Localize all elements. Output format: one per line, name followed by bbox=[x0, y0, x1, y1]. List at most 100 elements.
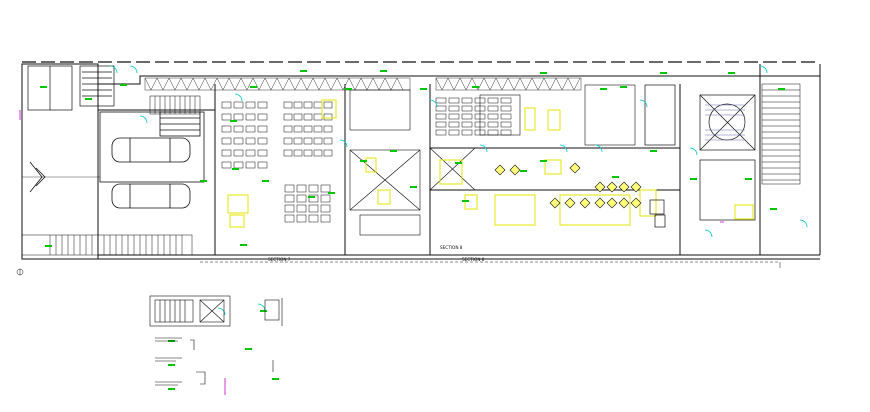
fixture bbox=[594, 181, 606, 193]
desk bbox=[487, 97, 499, 104]
room-tag bbox=[230, 120, 237, 122]
desk bbox=[313, 101, 323, 109]
desk bbox=[320, 204, 331, 213]
room-tag bbox=[462, 200, 469, 202]
section-label-8-dup: SECTION 8 bbox=[462, 257, 485, 262]
desk bbox=[500, 129, 512, 136]
desk bbox=[257, 125, 268, 133]
room-tag bbox=[540, 72, 547, 74]
desk bbox=[245, 125, 256, 133]
desk bbox=[303, 125, 313, 133]
room-tag bbox=[380, 70, 387, 72]
fixture bbox=[579, 197, 591, 209]
room-tag bbox=[620, 86, 627, 88]
desk bbox=[233, 161, 244, 169]
desk bbox=[245, 113, 256, 121]
room-tag bbox=[745, 178, 752, 180]
door-swing bbox=[109, 65, 118, 74]
section-line bbox=[200, 261, 781, 268]
room-tag bbox=[260, 310, 267, 312]
section-label-8: SECTION 8 bbox=[440, 245, 463, 250]
desk bbox=[487, 121, 499, 128]
desk bbox=[461, 105, 473, 112]
desk bbox=[313, 113, 323, 121]
fixture bbox=[630, 181, 642, 193]
desk bbox=[233, 101, 244, 109]
room-tag bbox=[168, 388, 175, 390]
entrance-arrow-icon bbox=[29, 161, 46, 193]
desk bbox=[221, 161, 232, 169]
desk bbox=[313, 137, 323, 145]
door-swing bbox=[759, 65, 768, 74]
desk bbox=[283, 137, 293, 145]
desk bbox=[233, 113, 244, 121]
desk bbox=[448, 129, 460, 136]
garage-vehicles bbox=[99, 111, 205, 209]
fixture bbox=[564, 197, 576, 209]
desk bbox=[284, 214, 295, 223]
desk bbox=[296, 204, 307, 213]
room-tag bbox=[455, 162, 462, 164]
door-swing bbox=[479, 144, 488, 153]
room-tag bbox=[420, 88, 427, 90]
desk bbox=[313, 125, 323, 133]
desk bbox=[313, 149, 323, 157]
desk bbox=[303, 113, 313, 121]
room-tag bbox=[390, 150, 397, 152]
desk bbox=[293, 149, 303, 157]
desk bbox=[435, 129, 447, 136]
door-swing bbox=[257, 303, 266, 312]
desk bbox=[487, 113, 499, 120]
desk bbox=[500, 97, 512, 104]
north-arrow-icon bbox=[16, 268, 24, 276]
room-tag bbox=[45, 245, 52, 247]
room-tag bbox=[600, 88, 607, 90]
desk bbox=[323, 113, 333, 121]
central-lab bbox=[349, 84, 636, 236]
desk bbox=[308, 194, 319, 203]
building-outline bbox=[21, 63, 821, 260]
fixture bbox=[618, 197, 630, 209]
desk bbox=[487, 129, 499, 136]
room-tag bbox=[778, 88, 785, 90]
desk bbox=[257, 113, 268, 121]
door-swing bbox=[704, 229, 713, 238]
desk bbox=[233, 137, 244, 145]
desk bbox=[448, 97, 460, 104]
desk bbox=[461, 113, 473, 120]
desk bbox=[221, 113, 232, 121]
door-swing bbox=[639, 99, 648, 108]
desk-grid-east bbox=[283, 97, 512, 223]
desk bbox=[221, 125, 232, 133]
desk bbox=[221, 101, 232, 109]
room-tag bbox=[245, 348, 252, 350]
room-tag bbox=[200, 180, 207, 182]
room-tag bbox=[690, 178, 697, 180]
desk bbox=[303, 137, 313, 145]
desk bbox=[448, 121, 460, 128]
desk bbox=[296, 214, 307, 223]
door-swing bbox=[594, 144, 603, 153]
desk bbox=[293, 101, 303, 109]
desk bbox=[283, 125, 293, 133]
desk bbox=[257, 137, 268, 145]
room-tag bbox=[612, 176, 619, 178]
desk bbox=[293, 137, 303, 145]
desk bbox=[293, 113, 303, 121]
right-stair bbox=[761, 83, 801, 185]
desk bbox=[245, 161, 256, 169]
desk bbox=[461, 129, 473, 136]
magenta-marks bbox=[19, 110, 724, 395]
room-tag bbox=[85, 98, 92, 100]
door-swings bbox=[109, 65, 808, 316]
fixture bbox=[606, 197, 618, 209]
desk bbox=[296, 194, 307, 203]
diamond-fixtures bbox=[494, 162, 642, 209]
room-tag bbox=[308, 196, 315, 198]
fixture bbox=[494, 164, 506, 176]
door-swing bbox=[234, 93, 243, 102]
room-tag bbox=[328, 192, 335, 194]
room-tag bbox=[540, 160, 547, 162]
desk bbox=[296, 184, 307, 193]
